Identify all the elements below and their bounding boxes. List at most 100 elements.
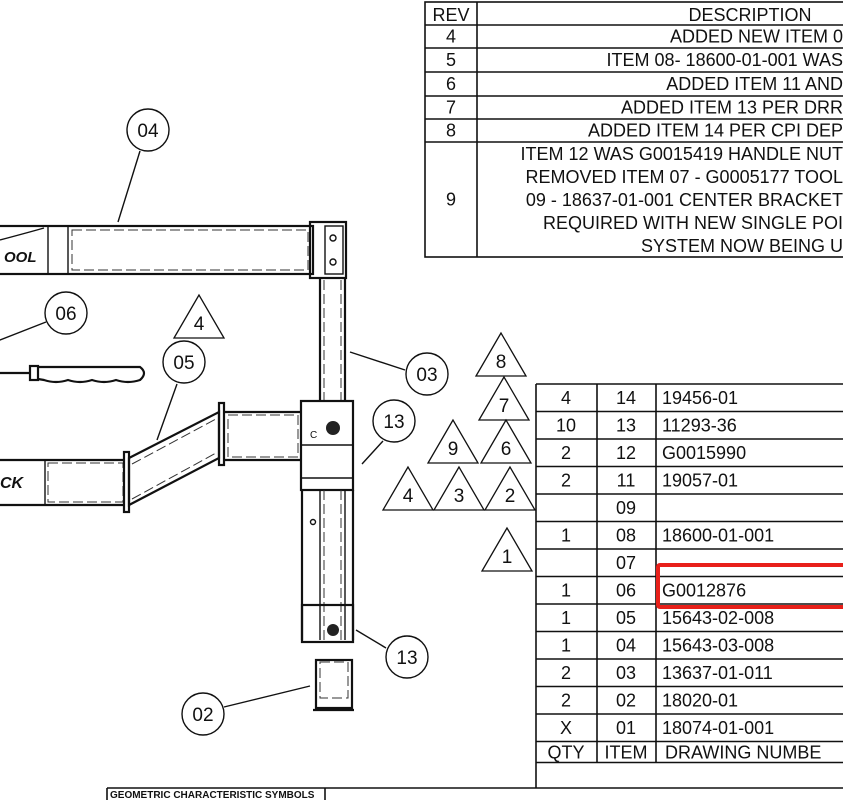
- bom-qty: X: [560, 718, 572, 738]
- bom-drawing-number: 19057-01: [662, 471, 738, 491]
- balloon-label: 05: [173, 353, 194, 374]
- bom-drawing-number: 15643-03-008: [662, 636, 774, 656]
- rev-description: ADDED NEW ITEM 0: [670, 27, 843, 47]
- bom-item: 11: [617, 471, 636, 491]
- revision-triangle: 8: [474, 331, 528, 377]
- rev-number: 4: [446, 27, 456, 47]
- rev-description: ITEM 08- 18600-01-001 WAS: [607, 50, 843, 70]
- revision-triangle: 9: [426, 418, 480, 464]
- bom-drawing-number: 18020-01: [662, 691, 738, 711]
- triangle-label: 6: [501, 439, 512, 460]
- bom-item: 03: [616, 663, 636, 683]
- bom-qty: 1: [561, 581, 571, 601]
- bom-item: 09: [616, 498, 636, 518]
- rev-description: SYSTEM NOW BEING U: [641, 236, 843, 256]
- rev-description: ADDED ITEM 13 PER DRR: [621, 98, 843, 118]
- description-header: DESCRIPTION: [688, 5, 811, 25]
- bom-row: 1 04 15643-03-008: [561, 636, 774, 656]
- triangle-label: 2: [505, 486, 516, 507]
- balloon-label: 03: [416, 365, 437, 386]
- rev-number: 6: [446, 74, 456, 94]
- triangle-label: 9: [448, 439, 459, 460]
- logo-marking-lower: CK: [0, 475, 25, 492]
- bom-drawing-number: 18074-01-001: [662, 718, 774, 738]
- rev-description: 09 - 18637-01-001 CENTER BRACKET: [526, 190, 843, 210]
- lower-arm: CK: [0, 401, 301, 514]
- bom-row: 1 06 G0012876: [561, 581, 746, 601]
- part-marking-c: C: [310, 430, 317, 441]
- bom-qty: 2: [561, 663, 571, 683]
- bom-row: 2 11 19057-01: [561, 471, 738, 491]
- bom-drawing-number: 11293-36: [662, 416, 737, 436]
- drawing-number-header: DRAWING NUMBE: [665, 743, 821, 763]
- item-balloon: 03: [405, 352, 449, 396]
- bom-drawing-number: G0015990: [662, 443, 746, 463]
- balloon-label: 06: [55, 304, 76, 325]
- bom-qty: 2: [561, 471, 571, 491]
- highlight-box: [656, 563, 843, 609]
- bom-drawing-number: 13637-01-011: [662, 663, 773, 683]
- logo-marking-top: OOL: [4, 249, 37, 266]
- triangle-label: 4: [403, 486, 414, 507]
- rev-number: 9: [446, 190, 456, 210]
- item-balloon: 13: [372, 399, 416, 443]
- leader-lines: [0, 150, 406, 708]
- revision-triangle: 2: [483, 465, 537, 511]
- bom-qty: 2: [561, 443, 571, 463]
- revision-triangle: 6: [479, 418, 533, 464]
- triangle-label: 3: [454, 486, 465, 507]
- bom-drawing-number: 19456-01: [662, 388, 738, 408]
- corner-bracket: [308, 220, 348, 280]
- item-balloon: 02: [181, 692, 225, 736]
- rev-description: REMOVED ITEM 07 - G0005177 TOOL: [526, 167, 843, 187]
- revision-table: REV DESCRIPTION 4 ADDED NEW ITEM 0 5 ITEM 0…: [424, 1, 843, 258]
- balloon-label: 02: [192, 705, 213, 726]
- revision-triangle: 1: [480, 526, 534, 572]
- bom-qty: 2: [561, 691, 571, 711]
- rev-description: ADDED ITEM 14 PER CPI DEP: [588, 121, 843, 141]
- bom-item: 14: [616, 388, 636, 408]
- triangle-label: 7: [499, 396, 510, 417]
- bom-qty: 1: [561, 608, 571, 628]
- item-balloon: 04: [126, 108, 170, 152]
- bom-row: 4 14 19456-01: [561, 388, 738, 408]
- rev-header: REV: [432, 5, 469, 25]
- rev-number: 5: [446, 50, 456, 70]
- rev-description: ITEM 12 WAS G0015419 HANDLE NUT: [521, 144, 843, 164]
- bom-item: 12: [616, 443, 636, 463]
- bom-row: 2 12 G0015990: [561, 443, 746, 463]
- bom-item: 04: [616, 636, 636, 656]
- item-balloon: 06: [44, 291, 88, 335]
- balloon-label: 13: [383, 412, 404, 433]
- bom-qty: 1: [561, 526, 571, 546]
- balloon-label: 13: [396, 648, 417, 669]
- revision-triangle: 3: [432, 465, 486, 511]
- item-balloon: 13: [385, 635, 429, 679]
- revision-triangle: 7: [477, 375, 531, 421]
- qty-header: QTY: [547, 743, 584, 763]
- rev-number: 8: [446, 121, 456, 141]
- bom-drawing-number: G0012876: [662, 581, 746, 601]
- bom-item: 06: [616, 581, 636, 601]
- bom-item: 05: [616, 608, 636, 628]
- bom-row: 1 08 18600-01-001: [561, 526, 774, 546]
- bom-drawing-number: 18600-01-001: [662, 526, 774, 546]
- rev-number: 7: [446, 98, 456, 118]
- triangle-label: 8: [496, 352, 507, 373]
- bom-qty: 1: [561, 636, 571, 656]
- bom-row: 2 03 13637-01-011: [561, 663, 773, 683]
- bom-drawing-number: 15643-02-008: [662, 608, 774, 628]
- bom-qty: 10: [556, 416, 576, 436]
- rev-description: REQUIRED WITH NEW SINGLE POI: [543, 213, 843, 233]
- bom-row: 1 05 15643-02-008: [561, 608, 774, 628]
- rev-description: ADDED ITEM 11 AND: [666, 74, 843, 94]
- triangle-label: 4: [194, 314, 205, 335]
- revision-triangle: 4: [172, 293, 226, 339]
- bom-row: 09: [616, 498, 636, 518]
- bom-item: 08: [616, 526, 636, 546]
- bom-qty: 4: [561, 388, 571, 408]
